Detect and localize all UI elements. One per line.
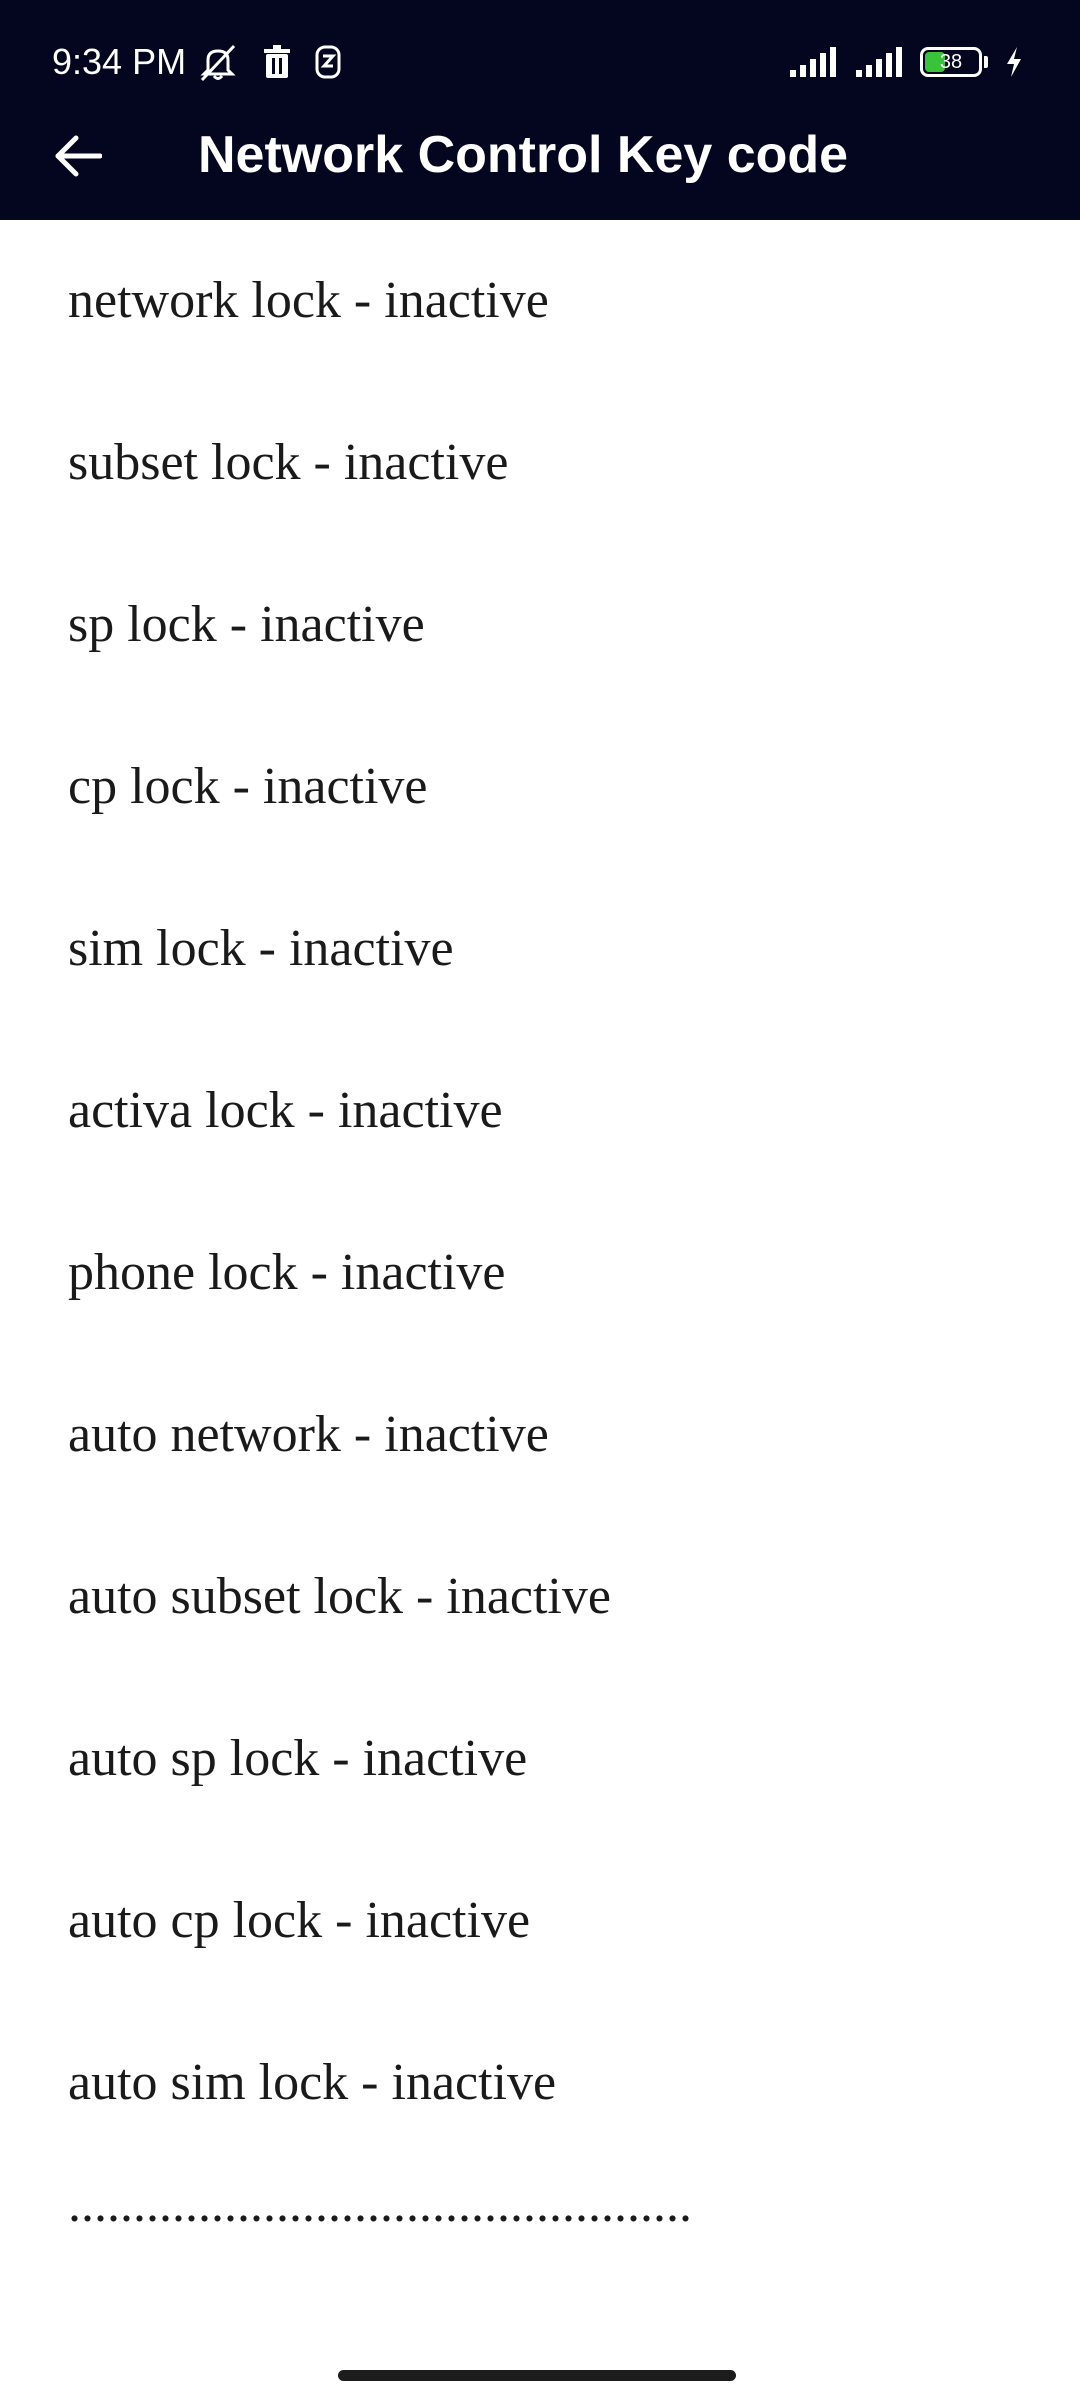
back-button[interactable] [46,124,110,188]
header: 9:34 PM [0,0,1080,220]
list-item: sim lock - inactive [68,920,454,977]
battery-icon: 38 [920,47,982,77]
list-item: subset lock - inactive [68,434,509,491]
status-left-icons [196,40,342,84]
signal-icon [788,46,838,78]
list-item: sp lock - inactive [68,596,425,653]
list-item: auto network - inactive [68,1406,549,1463]
list-item: auto sp lock - inactive [68,1730,528,1787]
signal-icon [854,46,904,78]
status-bar: 9:34 PM [0,0,1080,120]
app-bar: Network Control Key code [0,110,1080,220]
list-item: network lock - inactive [68,272,549,329]
home-indicator[interactable] [338,2370,736,2381]
status-time: 9:34 PM [52,41,187,82]
battery-fill [925,52,945,72]
trash-icon [262,44,292,80]
list-item: auto cp lock - inactive [68,1892,531,1949]
lock-status-list: network lock - inactive subset lock - in… [0,220,1080,2164]
dotted-separator: ........................................… [68,2176,692,2233]
status-right-icons: 38 [788,40,1024,84]
charging-icon [1004,46,1024,78]
arrow-left-icon [54,134,102,178]
battery-level: 38 [939,51,963,73]
page-title: Network Control Key code [198,126,849,184]
list-item: auto sim lock - inactive [68,2054,557,2111]
content: network lock - inactive subset lock - in… [0,220,1080,2164]
list-item: cp lock - inactive [68,758,428,815]
list-item: phone lock - inactive [68,1244,506,1301]
list-item: auto subset lock - inactive [68,1568,611,1625]
mute-alarm-icon [196,42,240,82]
app-notification-icon [314,44,342,80]
list-item: activa lock - inactive [68,1082,503,1139]
battery-cap [984,56,988,68]
